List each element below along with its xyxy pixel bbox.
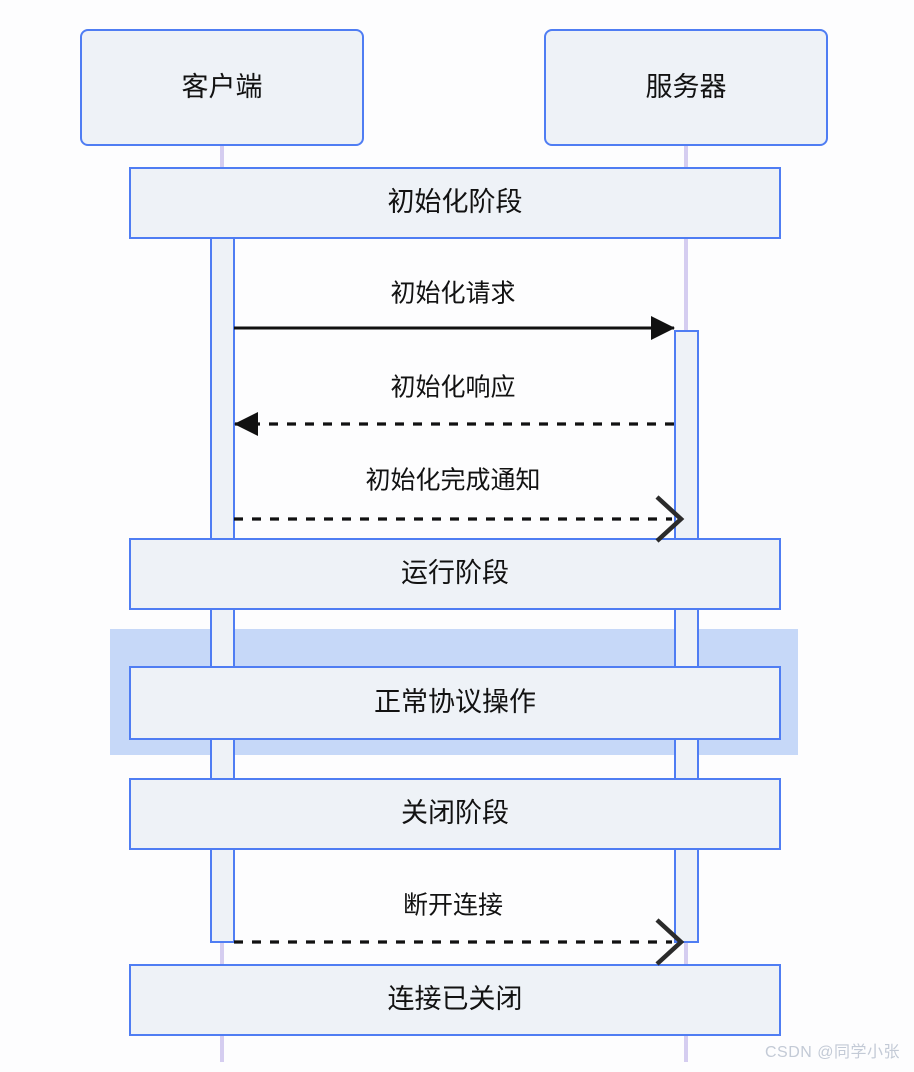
phase-label-running: 运行阶段 — [401, 558, 509, 588]
message-label-init-request: 初始化请求 — [390, 280, 515, 308]
message-init-done[interactable]: 初始化完成通知 — [234, 467, 685, 543]
participant-label-server: 服务器 — [646, 72, 727, 102]
arrowhead-filled-init-response — [234, 412, 258, 436]
phase-box-init[interactable] — [129, 167, 781, 239]
participant-server[interactable]: 服务器 — [544, 29, 828, 146]
phase-label-closed: 连接已关闭 — [388, 984, 523, 1014]
participant-label-client: 客户端 — [182, 72, 263, 102]
participant-client[interactable]: 客户端 — [80, 29, 364, 146]
message-disconnect[interactable]: 断开连接 — [234, 892, 685, 966]
phase-normal-ops[interactable]: 正常协议操作 — [129, 666, 781, 740]
phase-label-init: 初始化阶段 — [388, 187, 523, 217]
phase-closed[interactable]: 连接已关闭 — [129, 964, 781, 1036]
phase-running[interactable]: 运行阶段 — [129, 538, 781, 610]
activation-bar-server — [674, 330, 699, 943]
participant-box-server[interactable] — [544, 29, 828, 146]
message-label-init-response: 初始化响应 — [390, 374, 515, 402]
arrowhead-chevron-disconnect — [655, 918, 685, 966]
message-label-disconnect: 断开连接 — [403, 892, 503, 920]
phase-closing[interactable]: 关闭阶段 — [129, 778, 781, 850]
phase-label-closing: 关闭阶段 — [401, 798, 509, 828]
phase-box-normal-ops[interactable] — [129, 666, 781, 740]
phase-init[interactable]: 初始化阶段 — [129, 167, 781, 239]
participant-box-client[interactable] — [80, 29, 364, 146]
phase-box-closed[interactable] — [129, 964, 781, 1036]
phase-box-closing[interactable] — [129, 778, 781, 850]
message-label-init-done: 初始化完成通知 — [365, 467, 540, 495]
phase-label-normal-ops: 正常协议操作 — [374, 687, 536, 717]
message-init-response[interactable]: 初始化响应 — [234, 374, 674, 436]
message-init-request[interactable]: 初始化请求 — [234, 280, 675, 340]
arrowhead-filled-init-request — [651, 316, 675, 340]
watermark-text: CSDN @同学小张 — [764, 1044, 900, 1061]
phase-box-running[interactable] — [129, 538, 781, 610]
arrowhead-chevron-init-done — [655, 495, 685, 543]
